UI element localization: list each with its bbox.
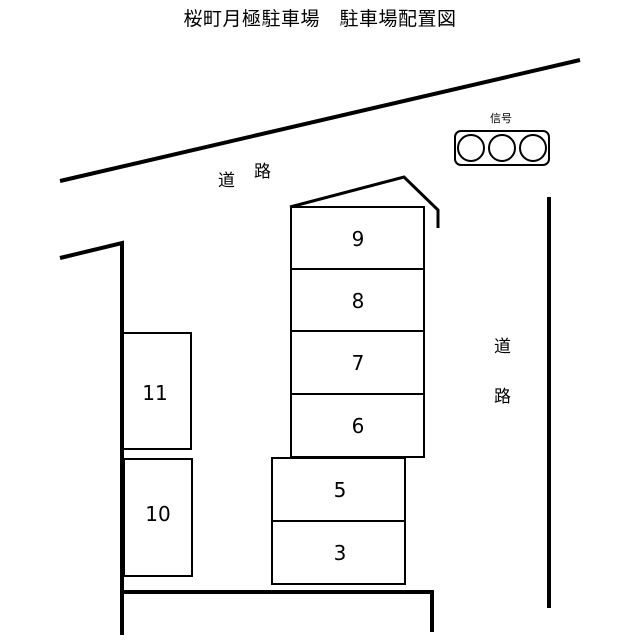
right-road-label-char-2: 路 bbox=[494, 387, 511, 407]
parking-space-3[interactable]: 3 bbox=[271, 520, 406, 585]
bottom-boundary bbox=[122, 590, 434, 632]
parking-space-5[interactable]: 5 bbox=[271, 457, 406, 522]
building-roof-outline bbox=[289, 175, 440, 228]
parking-space-6[interactable]: 6 bbox=[290, 393, 425, 458]
parking-space-10[interactable]: 10 bbox=[123, 458, 193, 577]
top-road-edge bbox=[59, 58, 581, 183]
space-number: 8 bbox=[352, 289, 365, 313]
space-number: 10 bbox=[145, 502, 170, 526]
right-road-label-char-1: 道 bbox=[494, 337, 511, 357]
traffic-signal-icon bbox=[454, 130, 550, 166]
space-number: 7 bbox=[352, 351, 365, 375]
space-number: 9 bbox=[352, 227, 365, 251]
space-number: 5 bbox=[334, 478, 347, 502]
space-number: 6 bbox=[352, 414, 365, 438]
parking-space-9[interactable]: 9 bbox=[290, 206, 425, 270]
left-boundary bbox=[59, 240, 124, 635]
signal-label: 信号 bbox=[490, 112, 512, 125]
top-road-label-char-2: 路 bbox=[254, 162, 271, 182]
page-title: 桜町月極駐車場 駐車場配置図 bbox=[183, 8, 457, 30]
top-road-label-char-1: 道 bbox=[218, 171, 235, 191]
space-number: 3 bbox=[334, 541, 347, 565]
space-number: 11 bbox=[142, 381, 167, 405]
parking-space-7[interactable]: 7 bbox=[290, 330, 425, 395]
parking-space-11[interactable]: 11 bbox=[122, 332, 192, 450]
parking-space-8[interactable]: 8 bbox=[290, 268, 425, 332]
